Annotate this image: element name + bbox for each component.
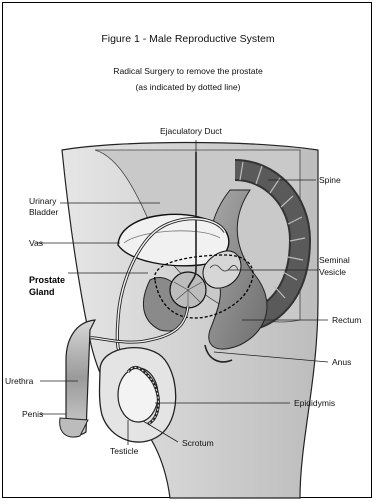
label-prostate: Prostate: [29, 275, 65, 285]
label-urethra: Urethra: [5, 376, 34, 386]
label-rectum: Rectum: [332, 315, 361, 325]
label-vas: Vas: [29, 238, 43, 248]
label-scrotum: Scrotum: [182, 438, 214, 448]
testicle: [118, 368, 158, 422]
label-urinary: Urinary: [29, 196, 57, 206]
label-bladder: Bladder: [29, 207, 58, 217]
label-gland: Gland: [29, 287, 55, 297]
label-ejaculatory-duct: Ejaculatory Duct: [160, 126, 223, 136]
label-epididymis: Epididymis: [294, 398, 335, 408]
label-seminal: Seminal: [319, 255, 350, 265]
label-penis: Penis: [22, 409, 43, 419]
label-anus: Anus: [332, 357, 351, 367]
label-spine: Spine: [319, 175, 341, 185]
label-testicle: Testicle: [110, 446, 139, 456]
label-vesicle: Vesicle: [319, 267, 346, 277]
